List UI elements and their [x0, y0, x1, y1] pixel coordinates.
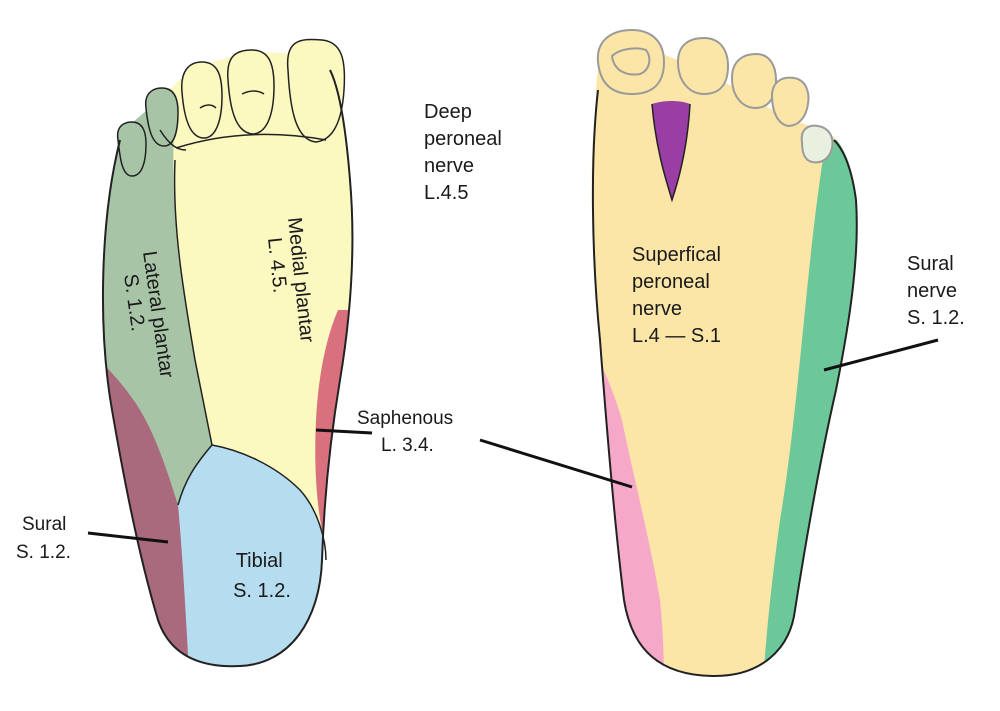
left-foot: Lateral plantar S. 1.2. Medial plantar L…	[16, 38, 458, 668]
right-foot: Deep peroneal nerve L.4.5 Superfical per…	[424, 28, 965, 678]
saphenous-left-pointer	[315, 428, 373, 435]
saphenous-right-pointer	[479, 438, 633, 489]
left-toes	[116, 38, 346, 177]
sural-left-label: Sural S. 1.2.	[16, 514, 72, 563]
right-foot-outline	[591, 89, 858, 678]
sural-nerve-label: Sural nerve S. 1.2.	[907, 253, 965, 329]
left-foot-outline	[101, 69, 354, 668]
deep-peroneal-label: Deep peroneal nerve L.4.5	[424, 101, 507, 204]
saphenous-label: Saphenous L. 3.4.	[357, 408, 458, 456]
right-toes	[596, 28, 834, 164]
deep-peroneal-region	[652, 101, 690, 200]
tibial-label: Tibial S. 1.2.	[233, 550, 291, 602]
tibial-region	[150, 445, 330, 667]
sural-nerve-pointer	[823, 338, 939, 372]
superficial-peroneal-label: Superfical peroneal nerve L.4 — S.1	[632, 244, 727, 347]
sural-left-pointer	[87, 531, 169, 544]
